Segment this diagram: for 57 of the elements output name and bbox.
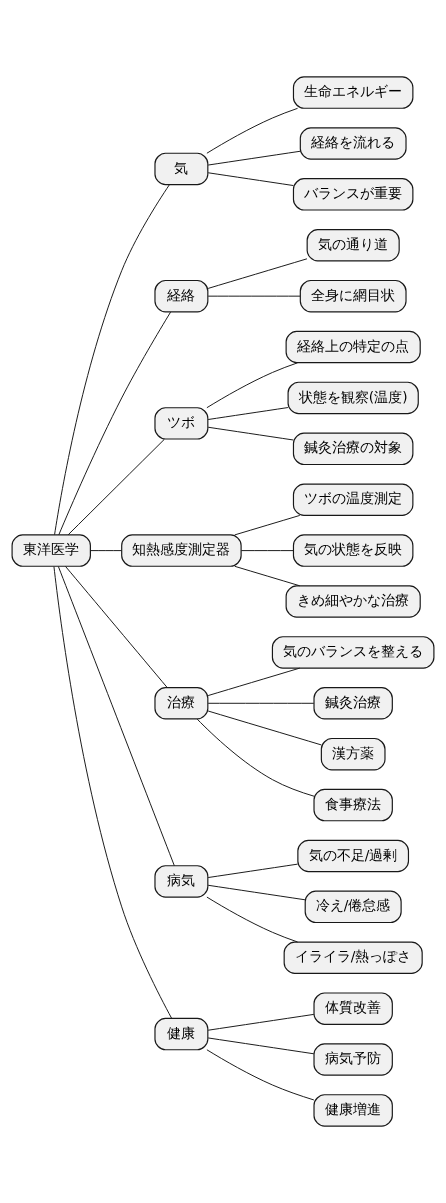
connector xyxy=(207,172,294,187)
connector xyxy=(207,1037,315,1055)
connector xyxy=(206,107,299,154)
connector xyxy=(64,565,168,688)
node-box: 鍼灸治療 xyxy=(313,687,393,720)
connector xyxy=(207,295,301,297)
node-box: 気 xyxy=(154,152,209,186)
node-box: 生命エネルギー xyxy=(292,76,414,109)
node-box: 状態を観察(温度) xyxy=(287,381,419,415)
node-box: 全身に網目状 xyxy=(299,279,407,313)
connector xyxy=(206,362,299,409)
connector xyxy=(207,702,315,704)
node-box: ツボ xyxy=(154,407,209,440)
node-box: 病気予防 xyxy=(313,1043,393,1076)
connector xyxy=(207,667,301,697)
connector xyxy=(54,184,170,536)
connector xyxy=(207,258,308,289)
node-box: 健康増進 xyxy=(313,1094,393,1127)
node-box: 食事療法 xyxy=(313,788,393,822)
connector xyxy=(196,718,315,797)
node-box: 健康 xyxy=(154,1017,209,1051)
node-box: 気の通り道 xyxy=(306,229,400,262)
connector xyxy=(207,426,294,441)
connector xyxy=(57,566,175,867)
connector xyxy=(90,550,123,552)
node-box: 経絡を流れる xyxy=(299,127,407,160)
node-box: 経絡 xyxy=(154,279,209,313)
node-box: 冷え/倦怠感 xyxy=(304,890,402,924)
node-box: 気の状態を反映 xyxy=(292,534,414,567)
node-box: 東洋医学 xyxy=(11,534,91,567)
node-box: 鍼灸治療の対象 xyxy=(292,432,414,466)
node-box: 体質改善 xyxy=(313,992,393,1025)
connector xyxy=(207,150,301,166)
node-box: きめ細やかな治療 xyxy=(285,585,421,618)
connector xyxy=(207,884,306,901)
connector xyxy=(207,710,322,746)
node-box: 知熱感度測定器 xyxy=(121,534,242,567)
connector xyxy=(240,550,294,552)
node-box: 治療 xyxy=(154,687,209,720)
node-box: 漢方薬 xyxy=(320,737,386,771)
node-box: 病気 xyxy=(154,865,209,898)
node-box: 経絡上の特定の点 xyxy=(285,330,421,364)
node-box: 気のバランスを整える xyxy=(271,636,435,669)
connector xyxy=(67,438,165,536)
connector xyxy=(207,863,299,879)
node-box: 気の不足/過剰 xyxy=(297,839,410,873)
connector xyxy=(58,311,172,536)
connector xyxy=(234,514,301,536)
node-box: ツボの温度測定 xyxy=(292,483,414,516)
connector xyxy=(207,1013,315,1031)
node-box: バランスが重要 xyxy=(292,178,414,211)
connector xyxy=(206,896,299,943)
connector xyxy=(207,407,289,420)
connector xyxy=(53,566,172,1019)
node-box: イライラ/熱っぽさ xyxy=(283,941,423,974)
connector xyxy=(234,565,301,587)
connector xyxy=(206,1049,315,1101)
